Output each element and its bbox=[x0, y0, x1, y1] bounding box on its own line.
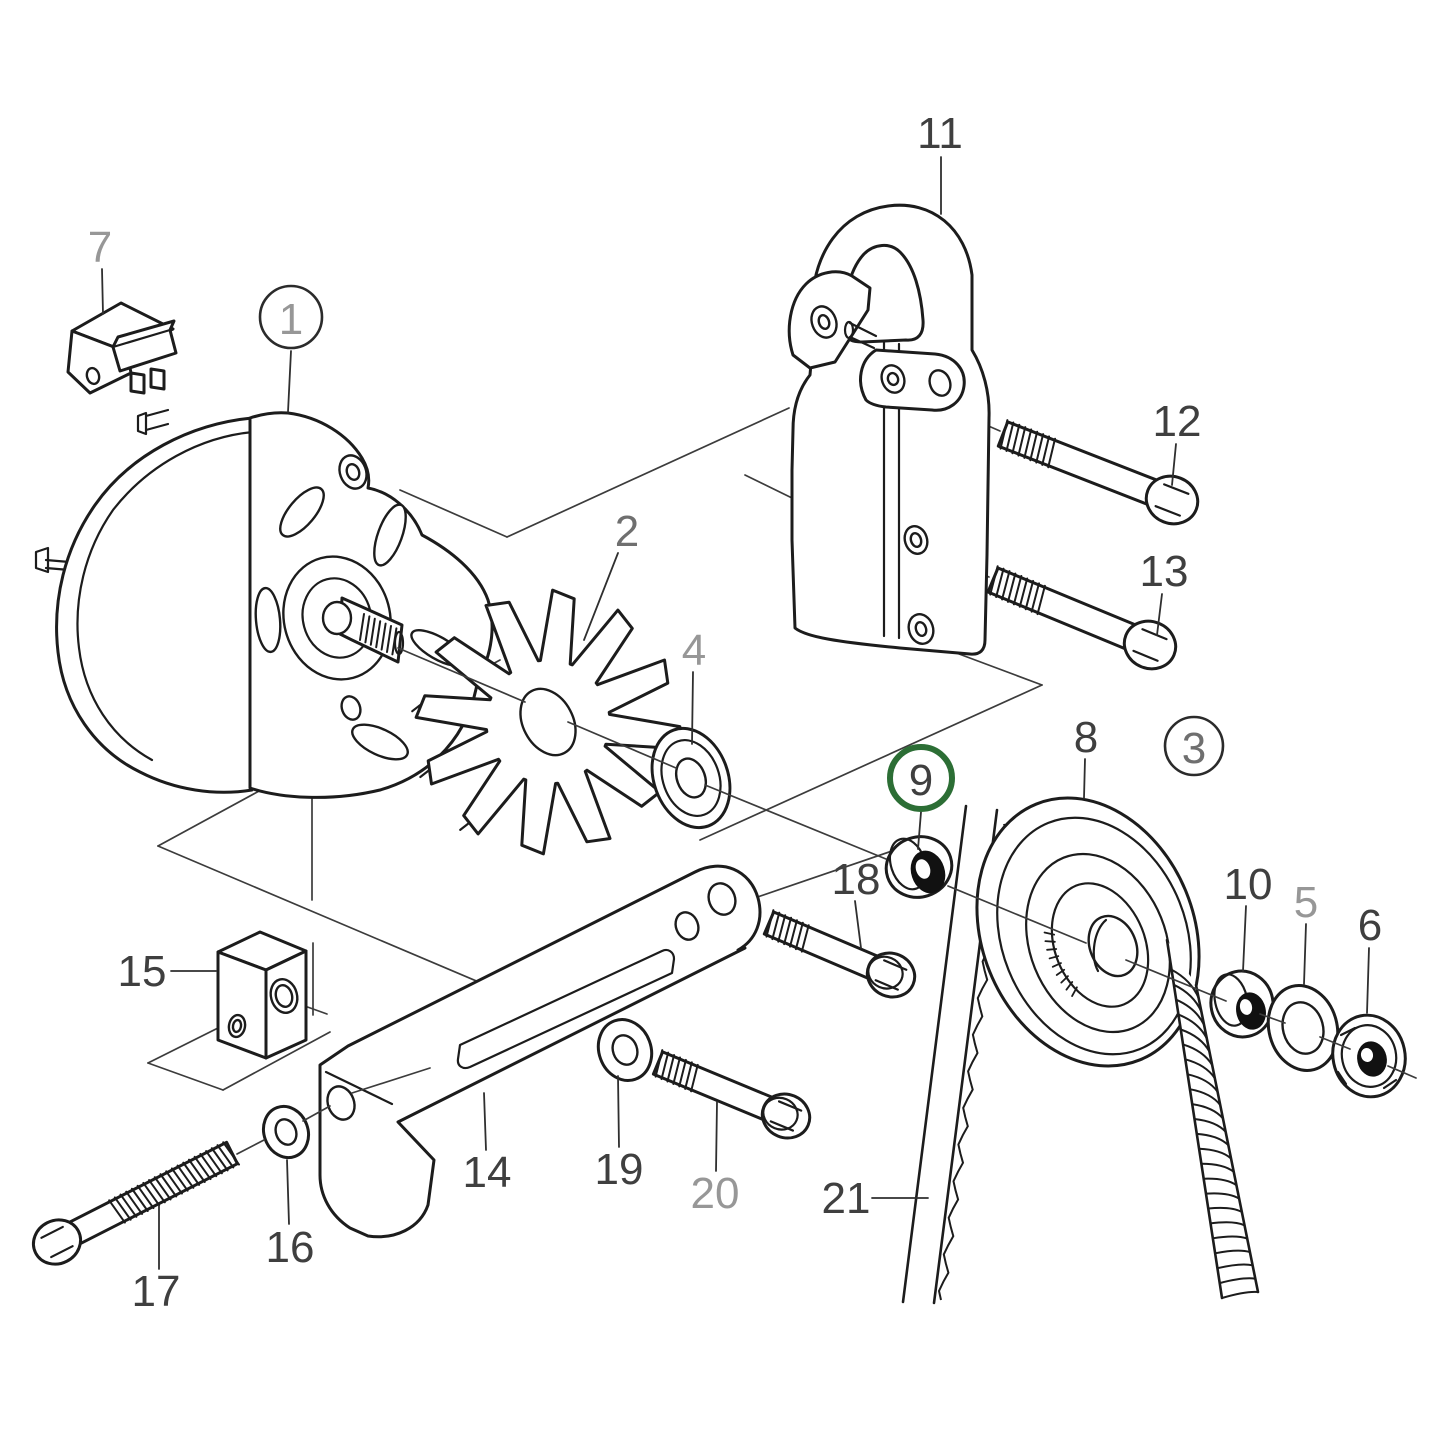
part-7-connector bbox=[66, 301, 178, 395]
svg-text:18: 18 bbox=[832, 855, 881, 904]
part-label-9[interactable]: 9 bbox=[887, 744, 955, 850]
svg-text:14: 14 bbox=[463, 1148, 512, 1197]
svg-text:5: 5 bbox=[1294, 878, 1318, 927]
part-label-13[interactable]: 13 bbox=[1140, 547, 1189, 636]
part-9-bushing bbox=[884, 835, 954, 899]
part-label-18[interactable]: 18 bbox=[832, 855, 881, 949]
part-label-1[interactable]: 1 bbox=[258, 284, 324, 413]
part-4-spacer-washer bbox=[650, 726, 732, 830]
svg-text:21: 21 bbox=[822, 1174, 871, 1223]
exploded-axis-lines bbox=[236, 647, 1417, 1155]
part-10-spacer-sleeve bbox=[1209, 969, 1275, 1039]
part-16-washer bbox=[261, 1104, 311, 1160]
part-14-adjusting-arm bbox=[318, 864, 762, 1239]
part-label-10[interactable]: 10 bbox=[1224, 860, 1273, 972]
svg-text:20: 20 bbox=[691, 1169, 740, 1218]
part-label-11[interactable]: 11 bbox=[917, 109, 963, 215]
part-label-8[interactable]: 8 bbox=[1074, 713, 1098, 799]
svg-text:9: 9 bbox=[909, 756, 933, 805]
svg-text:11: 11 bbox=[917, 109, 963, 158]
reference-circle bbox=[1163, 715, 1225, 777]
part-label-14[interactable]: 14 bbox=[463, 1092, 512, 1197]
part-19-washer bbox=[596, 1018, 654, 1082]
part-21-belt-right-strand bbox=[1165, 938, 1260, 1300]
svg-text:15: 15 bbox=[118, 947, 167, 996]
part-label-19[interactable]: 19 bbox=[595, 1075, 644, 1194]
svg-text:8: 8 bbox=[1074, 713, 1098, 762]
part-label-20[interactable]: 20 bbox=[691, 1101, 740, 1218]
svg-text:1: 1 bbox=[279, 295, 303, 344]
part-12-bolt bbox=[996, 419, 1200, 526]
svg-text:2: 2 bbox=[615, 507, 639, 556]
part-label-16[interactable]: 16 bbox=[266, 1159, 315, 1272]
svg-text:17: 17 bbox=[132, 1267, 181, 1316]
part-11-mounting-bracket bbox=[787, 203, 991, 656]
svg-text:3: 3 bbox=[1182, 724, 1206, 773]
svg-text:6: 6 bbox=[1358, 901, 1382, 950]
part-17-bolt bbox=[31, 1140, 241, 1266]
part-label-15[interactable]: 15 bbox=[118, 947, 217, 996]
part-label-21[interactable]: 21 bbox=[822, 1174, 929, 1223]
part-8-pulley bbox=[975, 796, 1201, 1068]
part-label-4[interactable]: 4 bbox=[682, 626, 706, 745]
part-label-6[interactable]: 6 bbox=[1358, 901, 1382, 1014]
part-5-washer bbox=[1266, 984, 1340, 1072]
part-label-17[interactable]: 17 bbox=[132, 1205, 181, 1316]
svg-text:13: 13 bbox=[1140, 547, 1189, 596]
part-20-bolt bbox=[651, 1049, 812, 1140]
part-6-nut bbox=[1331, 1013, 1407, 1099]
svg-text:4: 4 bbox=[682, 626, 706, 675]
svg-text:10: 10 bbox=[1224, 860, 1273, 909]
svg-text:12: 12 bbox=[1153, 397, 1202, 446]
part-label-3[interactable]: 3 bbox=[1163, 715, 1225, 777]
part-18-bolt bbox=[762, 909, 917, 999]
part-15-block bbox=[216, 930, 308, 1060]
part-label-12[interactable]: 12 bbox=[1153, 397, 1202, 486]
part-1-alternator bbox=[34, 408, 494, 799]
svg-text:7: 7 bbox=[88, 223, 112, 272]
highlight-circle bbox=[887, 744, 955, 812]
svg-text:16: 16 bbox=[266, 1223, 315, 1272]
svg-text:19: 19 bbox=[595, 1145, 644, 1194]
part-2-fan bbox=[411, 588, 682, 856]
part-label-2[interactable]: 2 bbox=[583, 507, 639, 641]
part-13-bolt bbox=[986, 565, 1178, 671]
part-label-7[interactable]: 7 bbox=[88, 223, 112, 315]
part-label-5[interactable]: 5 bbox=[1294, 878, 1318, 985]
reference-circle bbox=[258, 284, 324, 350]
